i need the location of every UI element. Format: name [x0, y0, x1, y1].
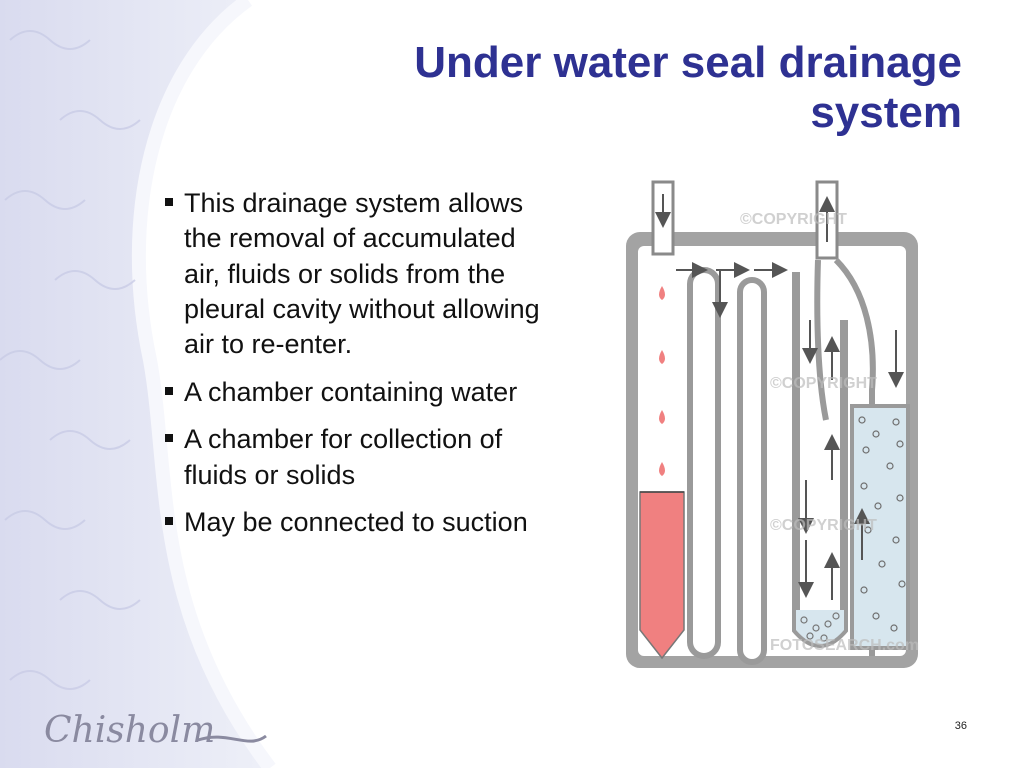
collection-fluid	[639, 491, 685, 660]
logo-text: Chisholm	[44, 710, 215, 751]
drainage-system-diagram: ©COPYRIGHT ©COPYRIGHT ©COPYRIGHT FOTOSEA…	[626, 180, 919, 668]
water-chamber	[850, 330, 910, 650]
air-rise-arrows	[712, 270, 840, 600]
bullet-text: A chamber containing water	[184, 376, 518, 407]
slide-title: Under water seal drainage system	[242, 38, 962, 138]
page-number: 36	[954, 720, 967, 732]
slide-title-line-1: Under water seal drainage	[414, 38, 962, 87]
bullet-item: This drainage system allows the removal …	[162, 186, 557, 363]
bullet-item: A chamber containing water	[162, 375, 557, 410]
watermark-text: ©COPYRIGHT	[770, 375, 877, 392]
square-bullet-icon	[165, 434, 173, 443]
water-seal-u-tube	[792, 272, 848, 648]
bullet-item: May be connected to suction	[162, 505, 557, 540]
bullet-text: A chamber for collection of fluids or so…	[184, 424, 503, 490]
fluid-droplets	[659, 286, 665, 476]
bullet-text: This drainage system allows the removal …	[184, 188, 540, 360]
watermark-text: ©COPYRIGHT	[740, 211, 847, 228]
square-bullet-icon	[165, 516, 173, 525]
square-bullet-icon	[165, 198, 173, 206]
vent-tube	[814, 180, 876, 656]
bullet-text: May be connected to suction	[184, 506, 528, 537]
square-bullet-icon	[165, 386, 173, 395]
bullet-list: This drainage system allows the removal …	[162, 186, 557, 552]
chamber-dividers	[687, 267, 767, 665]
bullet-item: A chamber for collection of fluids or so…	[162, 422, 557, 493]
watermark-text: ©COPYRIGHT	[770, 517, 877, 534]
chisholm-logo: Chisholm	[44, 710, 267, 751]
watermark-footer: FOTOSEARCH.com	[770, 637, 919, 654]
slide-title-line-2: system	[810, 88, 962, 138]
patient-inlet-tube	[651, 180, 675, 256]
